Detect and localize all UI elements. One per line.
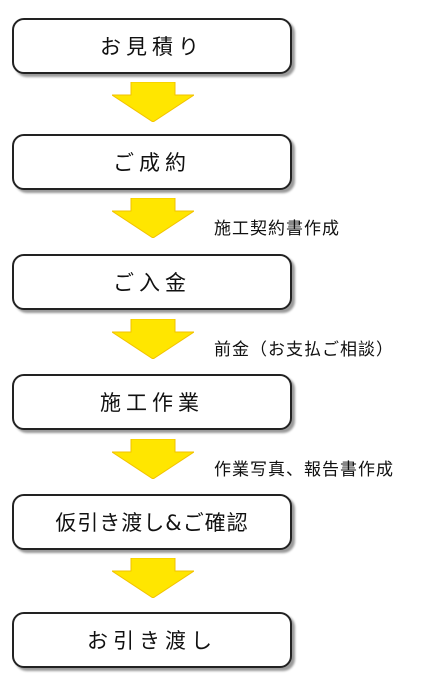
note-advance-payment: 前金（お支払ご相談） bbox=[214, 340, 394, 360]
step-contract-label: ご成約 bbox=[113, 151, 191, 175]
down-arrow-icon bbox=[112, 82, 194, 122]
step-construction-label: 施工作業 bbox=[100, 391, 204, 415]
down-arrow-icon bbox=[112, 439, 194, 479]
down-arrow-icon bbox=[112, 198, 194, 238]
down-arrow-icon bbox=[112, 558, 194, 598]
step-provisional-handover: 仮引き渡し&ご確認 bbox=[12, 494, 292, 550]
step-handover-label: お引き渡し bbox=[87, 629, 217, 653]
step-handover: お引き渡し bbox=[12, 612, 292, 668]
step-estimate-label: お見積り bbox=[100, 35, 204, 59]
down-arrow-icon bbox=[112, 319, 194, 359]
step-contract: ご成約 bbox=[12, 134, 292, 190]
step-payment-label: ご入金 bbox=[113, 271, 191, 295]
step-provisional-handover-label: 仮引き渡し&ご確認 bbox=[55, 511, 249, 535]
step-construction: 施工作業 bbox=[12, 374, 292, 430]
note-contract-document: 施工契約書作成 bbox=[214, 219, 340, 239]
step-payment: ご入金 bbox=[12, 254, 292, 310]
note-work-report: 作業写真、報告書作成 bbox=[214, 460, 394, 480]
step-estimate: お見積り bbox=[12, 18, 292, 74]
